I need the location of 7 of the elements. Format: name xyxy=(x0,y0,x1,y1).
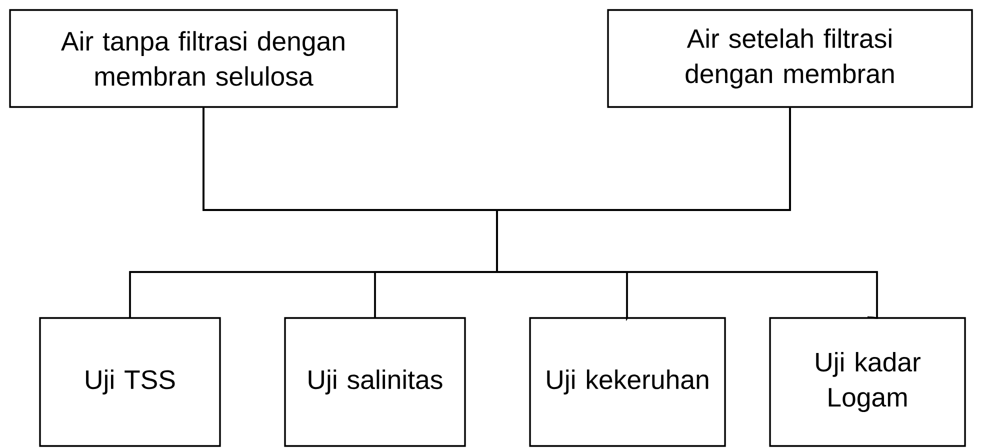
source-box: Air setelah filtrasi dengan membran xyxy=(607,9,973,108)
test-box: Uji kadar Logam xyxy=(769,317,966,447)
source-box: Air tanpa filtrasi dengan membran selulosa xyxy=(9,9,398,108)
test-box: Uji kekeruhan xyxy=(529,317,726,447)
test-box: Uji salinitas xyxy=(284,317,466,447)
connector-line xyxy=(496,108,878,319)
test-box: Uji TSS xyxy=(39,317,221,447)
